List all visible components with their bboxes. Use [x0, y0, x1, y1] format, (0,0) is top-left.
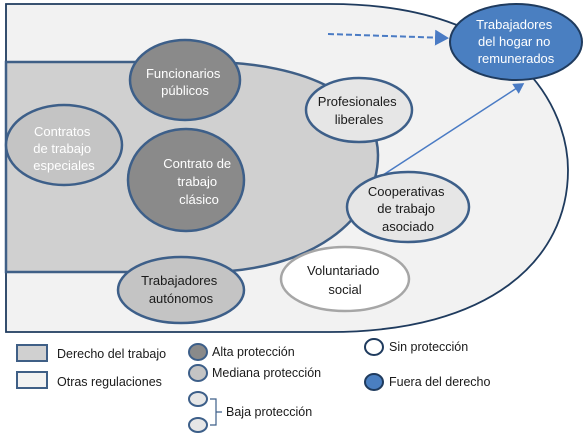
- legend-swatch-sin: [364, 338, 384, 356]
- legend-label-alta: Alta protección: [212, 345, 295, 359]
- profesionales-liberales-label: Profesionales liberales: [318, 94, 400, 127]
- legend-swatch-alta: [188, 343, 208, 361]
- trabajadores-hogar-label: Trabajadores del hogar no remunerados: [476, 17, 556, 66]
- legend-label-baja: Baja protección: [226, 405, 312, 419]
- contrato-clasico-node: [126, 127, 246, 233]
- legend-swatch-fuera: [364, 373, 384, 391]
- legend-swatch-mediana: [188, 364, 208, 382]
- funcionarios-publicos-node: [128, 38, 242, 122]
- legend-swatch-derecho: [16, 344, 48, 362]
- legend-swatch-baja-2: [188, 417, 208, 433]
- arrow-to-hogar: [382, 83, 525, 176]
- cooperativas-label: Cooperativas de trabajo asociado: [368, 184, 448, 234]
- legend-label-mediana: Mediana protección: [212, 366, 321, 380]
- legend-label-fuera: Fuera del derecho: [389, 375, 491, 389]
- legend-label-otras: Otras regulaciones: [57, 375, 162, 389]
- funcionarios-publicos-label: Funcionarios públicos: [146, 66, 224, 98]
- legend-label-derecho: Derecho del trabajo: [57, 347, 166, 361]
- legend-label-sin: Sin protección: [389, 340, 468, 354]
- cooperativas-node: [345, 170, 471, 244]
- contrato-clasico-label: Contrato de trabajo clásico: [163, 156, 235, 207]
- profesionales-liberales-node: [304, 76, 414, 144]
- contratos-especiales-node: [4, 103, 124, 187]
- voluntariado-social-node: [279, 245, 411, 313]
- legend: Derecho del trabajo Otras regulaciones A…: [16, 338, 491, 433]
- legend-swatch-otras: [16, 371, 48, 389]
- contratos-especiales-label: Contratos de trabajo especiales: [33, 124, 95, 173]
- arrow-to-hogar-dashed: [327, 29, 449, 46]
- trabajadores-autonomos-label: Trabajadores autónomos: [141, 273, 221, 306]
- trabajadores-autonomos-node: [116, 255, 246, 325]
- trabajadores-hogar-node: [449, 3, 583, 81]
- voluntariado-social-label: Voluntariado social: [307, 263, 383, 297]
- legend-bracket: [210, 398, 222, 426]
- legend-swatch-baja-1: [188, 391, 208, 407]
